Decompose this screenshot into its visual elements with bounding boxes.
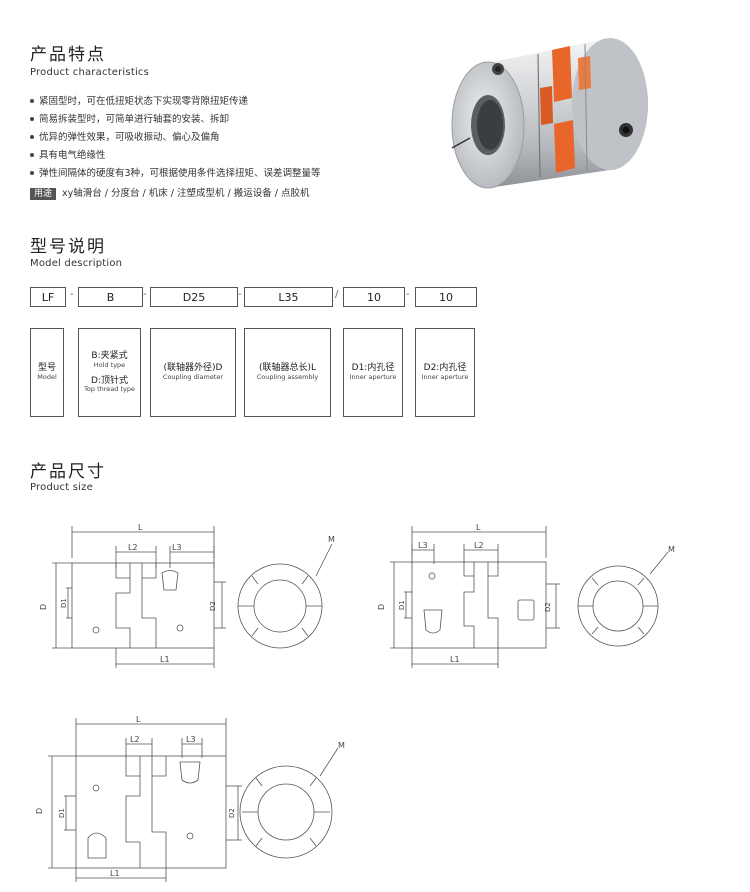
dim-label-L3: L3	[418, 541, 428, 550]
dim-label-L2: L2	[128, 543, 138, 552]
dim-label-D: D	[39, 604, 48, 610]
dim-label-D: D	[377, 604, 386, 610]
code-separator: -	[70, 289, 74, 300]
code-box-diameter: D25	[150, 287, 238, 307]
dim-label-L2: L2	[474, 541, 484, 550]
coupling-back	[572, 38, 648, 170]
dim-label-M: M	[338, 741, 345, 750]
dim-label-L3: L3	[172, 543, 182, 552]
usage-line: 用途 xy轴滑台 / 分度台 / 机床 / 注塑成型机 / 搬运设备 / 点胶机	[30, 188, 321, 207]
feature-item: 紧固型时，可在低扭矩状态下实现零背隙扭矩传递	[30, 97, 321, 115]
dimension-drawing-3: L L2 L3 D D1 D2 L1 M	[35, 715, 345, 882]
dim-label-M: M	[328, 535, 335, 544]
slot-line	[584, 43, 588, 171]
size-title-cn: 产品尺寸	[30, 462, 106, 482]
code-box-length: L35	[244, 287, 333, 307]
product-photo	[451, 38, 648, 189]
dimension-drawing-1: L L2 L3 D D1 D2 L1 M	[39, 523, 335, 668]
code-box-model: LF	[30, 287, 66, 307]
slot-line	[537, 53, 541, 179]
bullet-icon	[30, 152, 34, 157]
spider-segment	[552, 46, 572, 102]
feature-item: 具有电气绝缘性	[30, 151, 321, 169]
features-title-en: Product characteristics	[30, 67, 150, 78]
code-separator: -	[143, 289, 147, 300]
dim-label-D2: D2	[228, 808, 236, 818]
model-title-cn: 型号说明	[30, 237, 106, 257]
features-title-cn: 产品特点	[30, 45, 106, 65]
dim-label-L1: L1	[160, 655, 170, 664]
dim-label-L: L	[136, 715, 141, 724]
features-list: 紧固型时，可在低扭矩状态下实现零背隙扭矩传递 简易拆装型时，可简单进行轴套的安装…	[30, 97, 321, 207]
code-box-type: B	[78, 287, 143, 307]
dim-label-L3: L3	[186, 735, 196, 744]
spider-segment	[578, 56, 591, 90]
dim-label-L2: L2	[130, 735, 140, 744]
bullet-icon	[30, 134, 34, 139]
dim-label-L: L	[476, 523, 481, 532]
desc-box-d1: D1:内孔径 Inner aperture	[343, 328, 403, 417]
feature-item: 优异的弹性效果，可吸收振动、偏心及偏角	[30, 133, 321, 151]
code-box-d1: 10	[343, 287, 405, 307]
dim-label-M: M	[668, 545, 675, 554]
usage-text: xy轴滑台 / 分度台 / 机床 / 注塑成型机 / 搬运设备 / 点胶机	[62, 188, 310, 199]
dim-label-L: L	[138, 523, 143, 532]
desc-box-length: (联轴器总长)L Coupling assembly	[244, 328, 331, 417]
code-separator: -	[406, 289, 410, 300]
dim-label-D1: D1	[58, 808, 66, 818]
code-separator: /	[335, 289, 339, 300]
bullet-icon	[30, 116, 34, 121]
dimension-drawing-2: L L3 L2 D D1 D2 L1 M	[377, 523, 675, 668]
clamp-slit	[451, 137, 471, 149]
dim-label-L1: L1	[450, 655, 460, 664]
code-separator: -	[238, 289, 242, 300]
dim-label-D: D	[35, 808, 44, 814]
dim-label-L1: L1	[110, 869, 120, 878]
dim-label-D2: D2	[544, 602, 552, 612]
desc-box-d2: D2:内孔径 Inner aperture	[415, 328, 475, 417]
spider-segment	[554, 120, 575, 173]
feature-item: 弹性间隔体的硬度有3种，可根据使用条件选择扭矩、误差调整量等	[30, 169, 321, 187]
desc-box-model: 型号 Model	[30, 328, 64, 417]
spider-segment	[540, 86, 553, 125]
code-box-d2: 10	[415, 287, 477, 307]
model-title-en: Model description	[30, 258, 123, 269]
size-title-en: Product size	[30, 482, 93, 493]
usage-tag: 用途	[30, 188, 57, 200]
bullet-icon	[30, 170, 34, 175]
desc-box-type: B:夹紧式 Hold type D:顶针式 Top thread type	[78, 328, 141, 417]
dim-label-D2: D2	[209, 601, 217, 611]
feature-item: 简易拆装型时，可简单进行轴套的安装、拆卸	[30, 115, 321, 133]
dim-label-D1: D1	[398, 600, 406, 610]
desc-box-diameter: (联轴器外径)D Coupling diameter	[150, 328, 236, 417]
dim-label-D1: D1	[60, 598, 68, 608]
bullet-icon	[30, 98, 34, 103]
